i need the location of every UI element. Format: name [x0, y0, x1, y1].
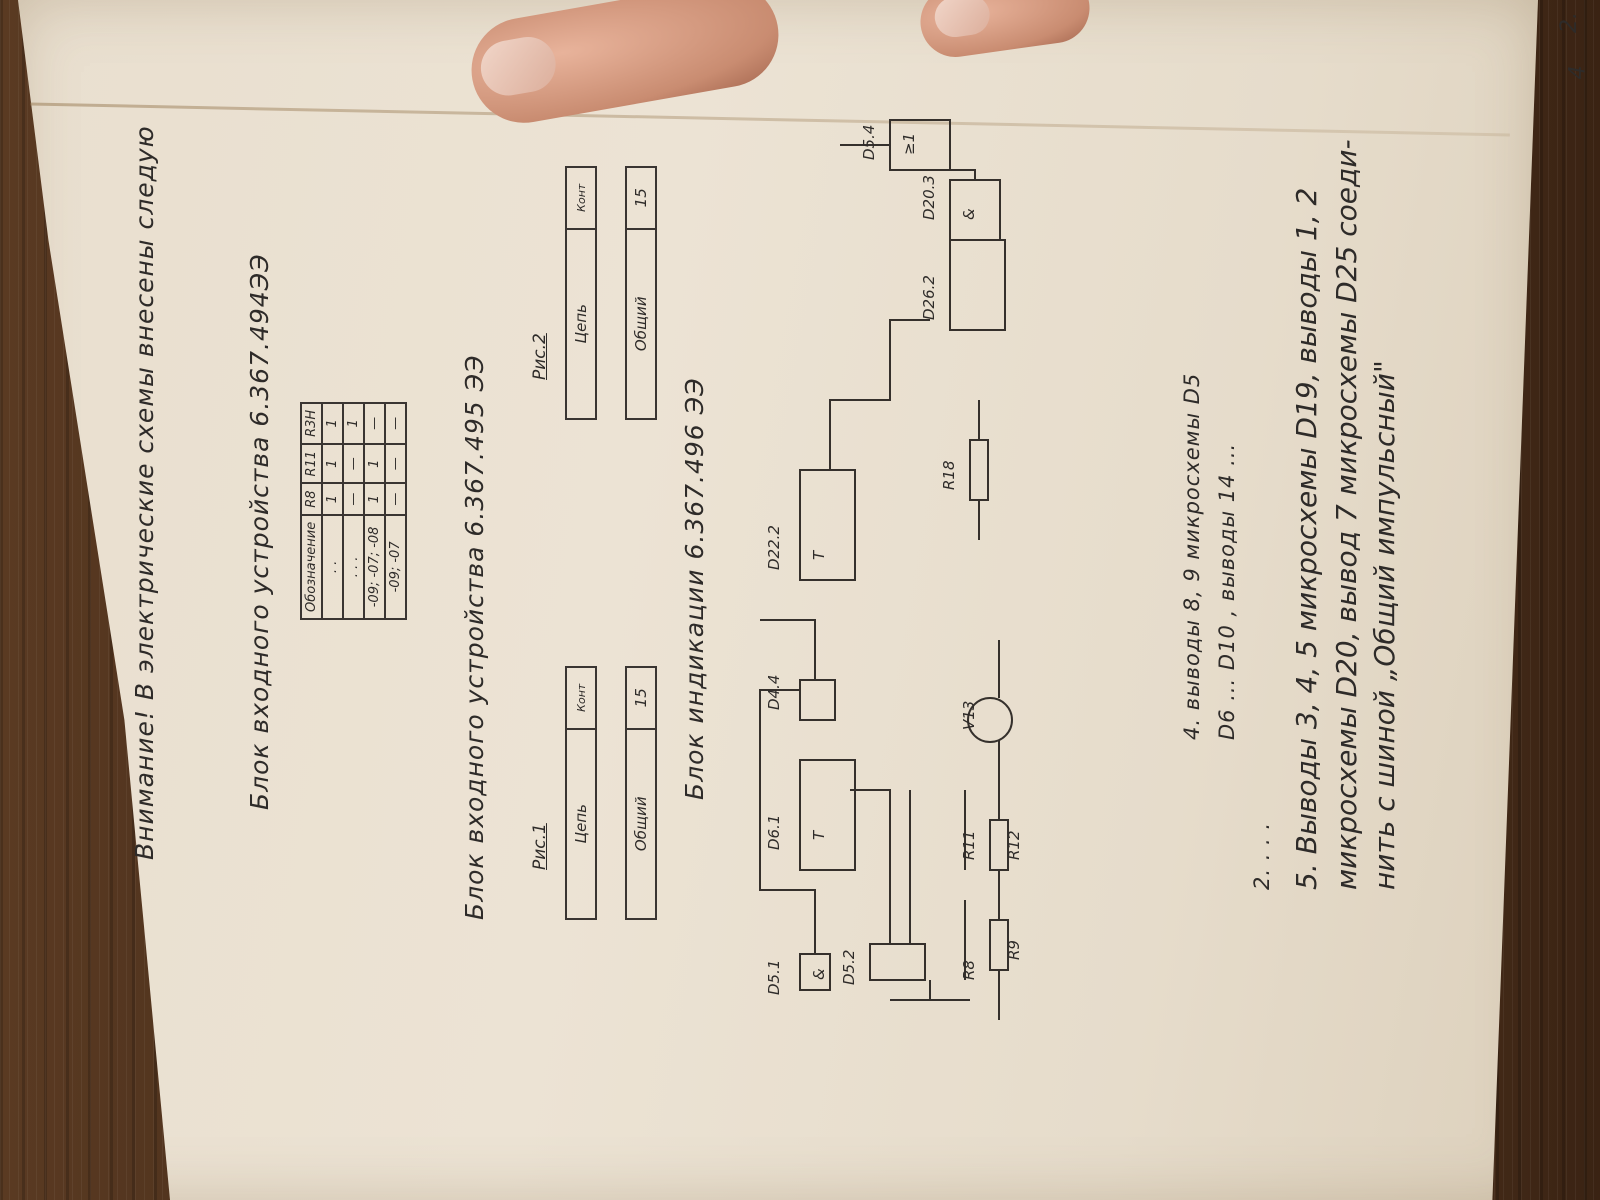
note-5c: нить с шиной „Общий импульсный" — [1368, 360, 1401, 890]
table-header: R8 — [301, 483, 322, 515]
note-4a: 4. выводы 8, 9 микросхемы D5 — [1180, 372, 1204, 740]
notice-heading: Внимание! В электрические схемы внесены … — [130, 125, 159, 860]
note-2: 2. . . . — [1250, 821, 1274, 890]
fig2-col1: Цепь — [567, 227, 595, 418]
gate-symbol-and: & — [960, 208, 978, 220]
wire — [759, 689, 816, 954]
gate-d4-4 — [799, 679, 836, 721]
label-d26-2: D26.2 — [920, 275, 938, 320]
table-header: Обозначение — [301, 514, 322, 619]
table-cell: — — [385, 483, 406, 515]
table-cell: — — [343, 443, 364, 484]
transistor-v13 — [967, 697, 1013, 743]
block2-title: Блок входного устройства 6.367.495 ЭЭ — [460, 354, 489, 920]
label-d5-2: D5.2 — [840, 949, 858, 985]
fig1-col2: Конт — [574, 683, 588, 712]
resistor-r18 — [969, 439, 989, 501]
block3-title: Блок индикации 6.367.496 ЭЭ — [680, 377, 709, 800]
fig1-box-row: Общий 15 — [625, 666, 657, 920]
label-d5-4: D5.4 — [860, 124, 878, 160]
label-d5-1: D5.1 — [765, 959, 783, 995]
table-cell: -09; -07; -08 — [364, 514, 385, 619]
label-r12: R12 — [1005, 830, 1023, 860]
label-d4-4: D4.4 — [765, 674, 783, 710]
fingernail — [476, 32, 560, 100]
wire — [760, 619, 816, 680]
table-cell: -09; -07 — [385, 514, 406, 619]
wire — [840, 144, 976, 180]
resistor-table: Обозначение R8 R11 R3H . . 1 1 1 . . . —… — [300, 402, 407, 620]
trigger-d26-2 — [949, 239, 1006, 331]
label-d6-1: D6.1 — [765, 814, 783, 850]
fig2-row-val: 15 — [632, 188, 650, 208]
fig1-row-name: Общий — [627, 727, 655, 918]
fig1-box-header: Цепь Конт — [565, 666, 597, 920]
table-cell: 1 — [343, 402, 364, 444]
table-header: R3H — [301, 402, 322, 444]
note-4b: D6 ... D10 , выводы 14 ... — [1215, 442, 1239, 740]
gate-d5-4 — [889, 119, 951, 171]
gate-symbol-trigger: T — [810, 550, 828, 560]
wire — [890, 980, 970, 1001]
gate-symbol-trigger: T — [810, 830, 828, 840]
fig1-label: Рис.1 — [530, 823, 550, 870]
table-cell: — — [343, 483, 364, 515]
table-cell: — — [385, 443, 406, 484]
table-cell: 1 — [322, 402, 343, 444]
table-cell: . . . — [343, 514, 364, 619]
table-cell: 1 — [364, 443, 385, 484]
label-r18: R18 — [940, 460, 958, 490]
gate-symbol-or: ≥1 — [900, 132, 918, 155]
table-cell: 1 — [322, 443, 343, 484]
fig1-row-val: 15 — [632, 688, 650, 708]
fig2-box-header: Цепь Конт — [565, 166, 597, 420]
label-v13: V13 — [960, 700, 978, 730]
edge-text-b: 4 — [1565, 65, 1591, 80]
table-cell: — — [364, 402, 385, 444]
paper-sheet — [18, 0, 1538, 1200]
circuit-schematic — [759, 119, 1013, 1020]
edge-text-a: 2. — [1557, 12, 1582, 33]
fig1-col1: Цепь — [567, 727, 595, 918]
fig2-label: Рис.2 — [530, 333, 550, 380]
label-r8: R8 — [960, 960, 978, 980]
fig2-col2: Конт — [574, 183, 588, 212]
table-cell: . . — [322, 514, 343, 619]
table-cell: — — [385, 402, 406, 444]
gate-symbol-and: & — [810, 968, 828, 980]
table-header: R11 — [301, 443, 322, 484]
label-r11: R11 — [960, 830, 978, 860]
note-5b: микросхемы D20, вывод 7 микросхемы D25 с… — [1330, 139, 1363, 890]
note-5a: 5. Выводы 3, 4, 5 микросхемы D19, выводы… — [1290, 187, 1323, 890]
fig2-row-name: Общий — [627, 227, 655, 418]
table-cell: 1 — [322, 483, 343, 515]
block1-title: Блок входного устройства 6.367.494ЭЭ — [245, 253, 274, 810]
fig2-box-row: Общий 15 — [625, 166, 657, 420]
trigger-d6-1 — [799, 759, 856, 871]
table-cell: 1 — [364, 483, 385, 515]
label-d22-2: D22.2 — [765, 525, 783, 570]
wire — [829, 319, 930, 470]
label-d20-3: D20.3 — [920, 175, 938, 220]
wire — [850, 789, 911, 944]
label-r9: R9 — [1005, 940, 1023, 960]
trigger-d22-2 — [799, 469, 856, 581]
gate-d5-2 — [869, 943, 926, 981]
fingernail — [932, 0, 993, 40]
